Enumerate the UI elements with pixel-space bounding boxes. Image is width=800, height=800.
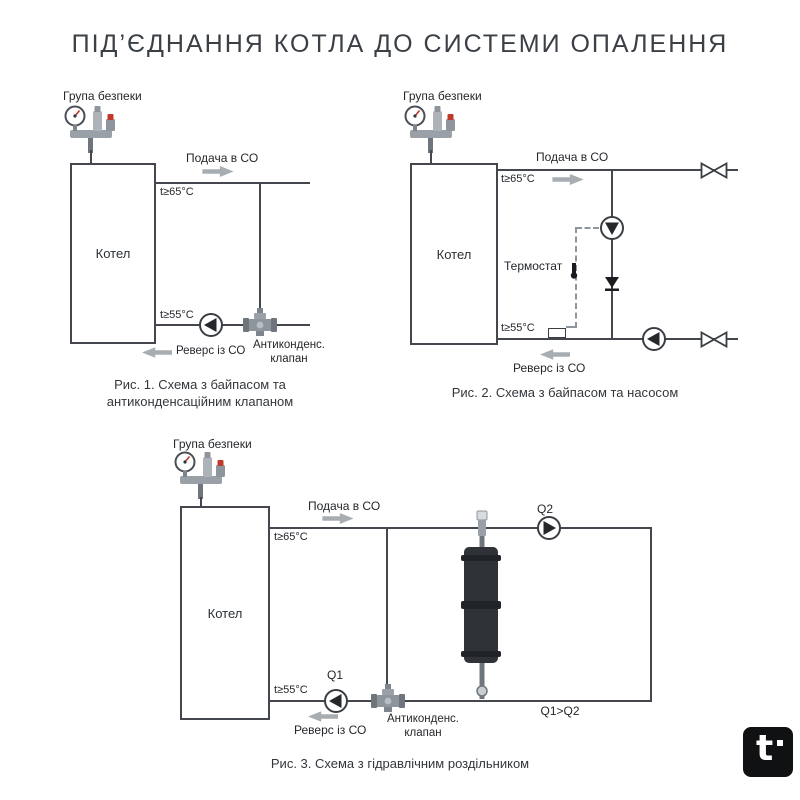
pipe-safety-stem <box>200 497 202 506</box>
pump-icon <box>198 312 224 338</box>
flow-note-label: Q1>Q2 <box>540 704 580 718</box>
shutoff-valve-icon <box>700 331 728 348</box>
pump-icon <box>641 326 667 352</box>
boiler-label: Котел <box>95 246 131 261</box>
pipe-supply <box>268 527 652 529</box>
anticondensation-valve-label: Антиконденс. клапан <box>252 339 326 366</box>
safety-group-label: Група безпеки <box>403 89 482 103</box>
temp-supply-label: t≥65°C <box>274 531 308 543</box>
flow-arrow-left-icon <box>142 347 172 358</box>
brand-logo-letter: t <box>756 728 774 769</box>
pipe-return <box>268 700 652 702</box>
thermostat-wire <box>576 227 599 229</box>
page-title: ПІД’ЄДНАННЯ КОТЛА ДО СИСТЕМИ ОПАЛЕННЯ <box>71 30 729 58</box>
boiler-label: Котел <box>207 605 243 621</box>
safety-group-icon <box>402 103 458 153</box>
pump-q2-icon <box>536 515 562 541</box>
safety-group-icon <box>62 103 118 153</box>
temp-return-label: t≥55°C <box>160 309 194 321</box>
pipe-bypass <box>259 184 261 308</box>
boiler-box: Котел <box>180 506 270 720</box>
return-label: Реверс із СО <box>176 345 246 357</box>
pipe-supply <box>154 182 310 184</box>
pipe-sensor <box>548 328 566 338</box>
pump-q1-label: Q1 <box>327 668 344 682</box>
temp-supply-label: t≥65°C <box>501 173 535 185</box>
thermostat-wire <box>566 326 575 328</box>
pump-q2-label: Q2 <box>537 502 554 516</box>
brand-logo-degree-mark <box>777 740 783 746</box>
flow-arrow-right-icon <box>552 174 584 185</box>
anticondensation-valve-icon <box>243 308 277 338</box>
pipe-riser <box>650 527 652 702</box>
pipe-supply <box>496 169 738 171</box>
flow-arrow-left-icon <box>540 349 570 360</box>
flow-arrow-right-icon <box>202 166 234 177</box>
safety-group-label: Група безпеки <box>63 89 142 103</box>
figure-3-caption: Рис. 3. Схема з гідравлічним роздільнико… <box>270 756 530 771</box>
thermostat-label: Термостат <box>504 259 563 273</box>
pipe-return <box>154 324 310 326</box>
return-label: Реверс із СО <box>294 723 367 737</box>
temp-return-label: t≥55°C <box>501 322 535 334</box>
bypass-pump-icon <box>599 215 625 241</box>
flow-arrow-right-icon <box>322 513 354 524</box>
anticondensation-valve-icon <box>371 684 405 714</box>
thermostat-icon <box>568 263 580 279</box>
pipe-safety-stem <box>430 150 432 163</box>
pipe-return <box>496 338 738 340</box>
supply-label: Подача в СО <box>186 151 259 165</box>
supply-label: Подача в СО <box>536 150 609 164</box>
brand-logo: t <box>743 727 793 777</box>
figure-2-caption: Рис. 2. Схема з байпасом та насосом <box>451 385 679 400</box>
pipe-safety-stem <box>90 150 92 163</box>
boiler-box: Котел <box>70 163 156 344</box>
boiler-box: Котел <box>410 163 498 345</box>
pipe-bypass <box>611 170 613 339</box>
safety-group-icon <box>172 449 228 499</box>
figure-1-caption: Рис. 1. Схема з байпасом та антиконденса… <box>106 377 294 409</box>
boiler-label: Котел <box>436 246 472 262</box>
anticondensation-valve-label: Антиконденс. клапан <box>386 713 460 740</box>
temp-supply-label: t≥65°C <box>160 186 194 198</box>
pipe-bypass <box>386 529 388 686</box>
safety-group-label: Група безпеки <box>173 437 252 451</box>
flow-arrow-left-icon <box>308 711 338 722</box>
temp-return-label: t≥55°C <box>274 684 308 696</box>
hydraulic-separator-icon <box>458 509 504 705</box>
shutoff-valve-icon <box>700 162 728 179</box>
return-label: Реверс із СО <box>513 361 586 375</box>
supply-label: Подача в СО <box>308 499 381 513</box>
check-valve-icon <box>603 274 621 292</box>
